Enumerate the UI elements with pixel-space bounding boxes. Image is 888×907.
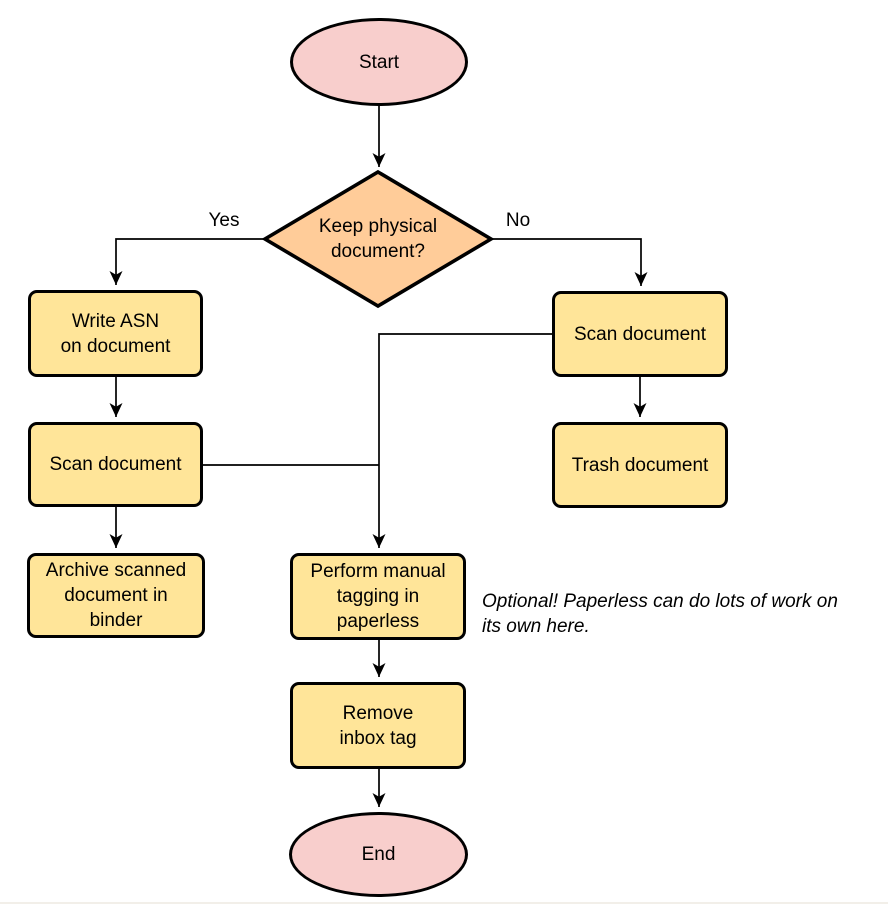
edge-label-no: No [505,210,531,231]
node-scan-document-right-label: Scan document [573,323,707,345]
node-scan-document-left-label: Scan document [49,454,182,475]
node-archive-binder: Archive scanned document in binder [27,553,205,638]
node-archive-binder-label: Archive scanned document in binder [45,560,187,631]
node-decision-keep-physical: Keep physical document? [318,216,438,262]
node-manual-tagging-label: Perform manual tagging in paperless [310,561,446,632]
node-decision-shape [261,169,495,309]
node-write-asn-label: Write ASN on document [60,310,171,357]
node-trash-document: Trash document [552,422,728,508]
node-write-asn: Write ASN on document [28,290,203,377]
edge-label-yes: Yes [208,210,240,231]
annotation-optional-note: Optional! Paperless can do lots of work … [482,591,838,637]
node-start-label: Start [358,51,400,73]
node-manual-tagging: Perform manual tagging in paperless [290,553,466,640]
node-end-label: End [361,844,396,865]
node-end: End [289,812,468,897]
bottom-divider [0,902,888,904]
node-start: Start [290,18,468,106]
node-remove-inbox-tag-label: Remove inbox tag [339,702,417,749]
node-remove-inbox-tag: Remove inbox tag [290,682,466,769]
node-trash-document-label: Trash document [571,454,709,476]
node-scan-document-right: Scan document [552,291,728,377]
node-scan-document-left: Scan document [28,422,203,507]
